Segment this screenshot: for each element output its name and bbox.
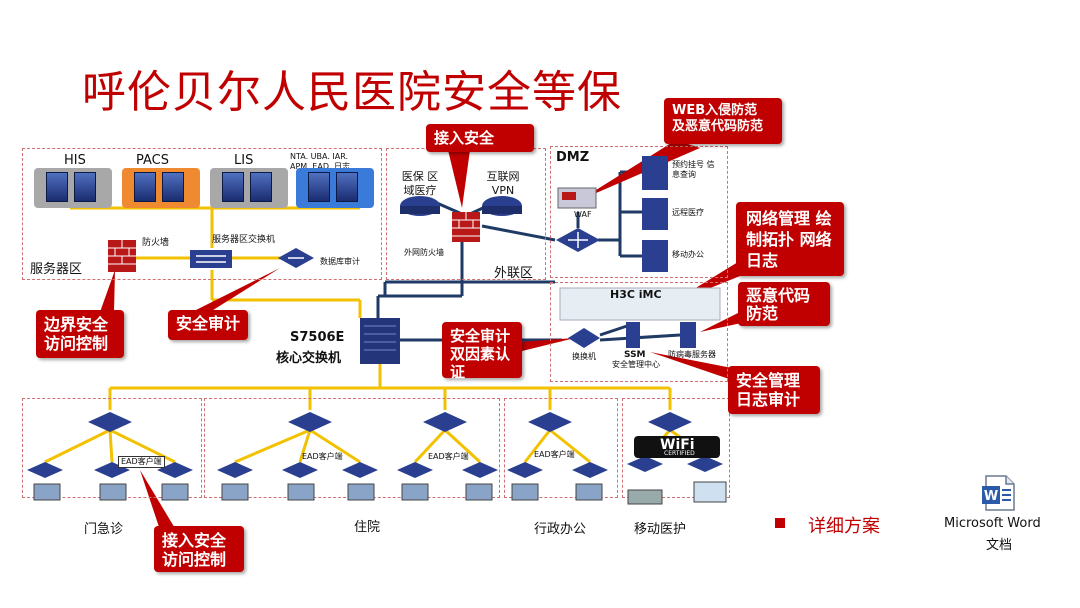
dmz-server-label-booking: 预约挂号 信息查询	[672, 160, 715, 179]
waf-icon	[557, 187, 597, 209]
core-switch-model: S7506E	[290, 330, 345, 345]
core-switch-icon	[360, 318, 400, 364]
callout-access-security: 接入安全	[426, 124, 534, 152]
server-icon	[134, 172, 156, 202]
management-zone	[550, 282, 728, 382]
switch-icon	[568, 328, 600, 348]
ead-client-label: EAD客户端	[428, 452, 469, 461]
firewall-icon	[108, 240, 136, 272]
word-document-label[interactable]: Microsoft Word	[944, 516, 1041, 531]
mgmt-switch-label: 换换机	[572, 352, 596, 361]
wifi-badge	[634, 436, 720, 458]
server-icon	[642, 156, 668, 190]
svg-text:W: W	[984, 489, 998, 504]
legend-bullet	[775, 518, 785, 528]
ead-client-label: EAD客户端	[534, 450, 575, 459]
access-area-label-mobile-care: 移动医护	[634, 522, 687, 537]
dmz-server-label-remote: 远程医疗	[672, 208, 704, 217]
server-icon	[222, 172, 244, 202]
access-area-label-admin: 行政办公	[534, 522, 587, 537]
pc-icon	[33, 483, 603, 501]
callout-web-defense: WEB入侵防范 及恶意代码防范	[664, 98, 782, 144]
waf-label: WAF	[574, 210, 592, 219]
page-title: 呼伦贝尔人民医院安全等保	[82, 67, 622, 118]
server-icon	[308, 172, 330, 202]
access-area-label-inpatient: 住院	[354, 520, 381, 535]
server-icon	[74, 172, 96, 202]
laptop-icon	[693, 481, 727, 503]
core-switch-label: 核心交换机	[276, 351, 342, 366]
server-icon	[642, 240, 668, 272]
ead-client-label: EAD客户端	[302, 452, 343, 461]
server-group-label-monitor: NTA. UBA. IAR. APM. EAD. 日志	[290, 152, 351, 171]
router1-label: 医保 区域医疗	[401, 170, 439, 197]
router-icon	[400, 196, 440, 216]
dmz-zone-label: DMZ	[556, 150, 590, 165]
server-icon	[162, 172, 184, 202]
imc-screenshot	[559, 287, 721, 321]
callout-security-audit-auth: 安全审计 双因素认证	[442, 322, 522, 381]
imc-platform-label: H3C iMC	[610, 288, 662, 301]
access-area-label-emergency: 门急诊	[84, 522, 124, 537]
router2-label: 互联网 VPN	[486, 170, 520, 197]
server-icon	[46, 172, 68, 202]
printer-icon	[627, 489, 663, 505]
server-group-label-lis: LIS	[234, 153, 254, 168]
server-zone	[22, 148, 382, 280]
server-icon	[642, 198, 668, 230]
database-audit-icon	[278, 248, 314, 268]
extranet-zone-label: 外联区	[494, 266, 534, 281]
server-switch-label: 服务器区交换机	[212, 235, 276, 245]
server-icon	[250, 172, 272, 202]
extranet-firewall-label: 外网防火墙	[404, 248, 444, 257]
callout-malware-defense: 恶意代码 防范	[738, 282, 830, 326]
wifi-certified-label: CERTIFIED	[664, 450, 695, 457]
callout-security-audit: 安全审计	[168, 310, 248, 340]
ssm-sub-label: 安全管理中心	[612, 360, 660, 369]
antivirus-server-icon	[680, 322, 696, 348]
antivirus-server-label: 防病毒服务器	[668, 350, 716, 359]
firewall-label: 防火墙	[142, 238, 170, 248]
server-icon	[336, 172, 358, 202]
access-zone-4	[622, 398, 730, 498]
word-document-sub-label: 文档	[986, 538, 1013, 553]
dmz-server-label-mobile: 移动办公	[672, 250, 704, 259]
word-document-icon[interactable]: W	[982, 474, 1016, 512]
callout-network-management: 网络管理 绘制拓扑 网络日志	[736, 202, 844, 276]
callout-boundary-security: 边界安全 访问控制	[36, 310, 124, 358]
callout-access-control: 接入安全 访问控制	[154, 526, 244, 572]
router-icon	[482, 196, 522, 216]
switch-icon	[190, 250, 232, 268]
ssm-server-icon	[626, 322, 640, 348]
firewall-icon	[452, 212, 480, 242]
server-group-label-his: HIS	[64, 153, 86, 168]
switch-icon	[556, 228, 600, 252]
dmz-zone	[550, 146, 728, 278]
wifi-label: WiFi	[660, 437, 695, 453]
database-audit-label: 数据库审计	[320, 257, 360, 266]
server-group-label-pacs: PACS	[136, 153, 170, 168]
server-zone-label: 服务器区	[30, 262, 83, 277]
access-zone-3	[504, 398, 618, 498]
legend-detail-link[interactable]: 详细方案	[808, 516, 880, 537]
callout-security-management-log: 安全管理 日志审计	[728, 366, 820, 414]
ssm-label: SSM	[624, 350, 646, 360]
ead-client-label: EAD客户端	[118, 456, 165, 468]
access-switch-icon	[27, 412, 723, 478]
